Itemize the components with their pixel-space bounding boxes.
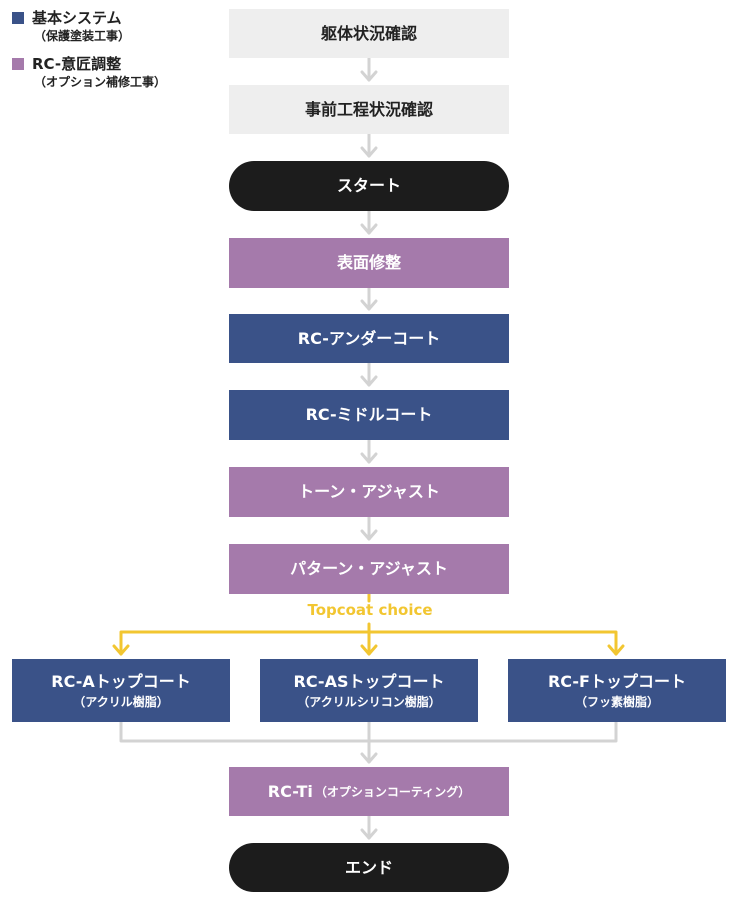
arrow-3-4 [360, 286, 378, 311]
step-label: トーン・アジャスト [298, 482, 440, 501]
end-terminal: エンド [229, 843, 509, 892]
step-undercoat: RC-アンダーコート [229, 314, 509, 363]
step-pre-process-check: 事前工程状況確認 [229, 85, 509, 134]
ti-sub: （オプションコーティング） [314, 784, 471, 799]
legend-sub-base: （保護塗装工事） [34, 29, 131, 43]
topcoat-choice-label: Topcoat choice [307, 601, 433, 619]
step-middlecoat: RC-ミドルコート [229, 390, 509, 440]
step-label: 表面修整 [336, 253, 401, 272]
topcoat-label: RC-Fトップコート [547, 671, 686, 691]
arrow-ti-end [360, 814, 378, 840]
topcoat-sub: （アクリルシリコン樹脂） [297, 694, 441, 709]
step-surface-repair: 表面修整 [229, 238, 509, 288]
topcoat-sub: （フッ素樹脂） [574, 694, 659, 709]
ti-label: RC-Ti [267, 781, 313, 801]
topcoat-branch-lines [112, 592, 625, 656]
arrow-5-6 [360, 438, 378, 464]
topcoat-option-as: RC-ASトップコート （アクリルシリコン樹脂） [260, 659, 478, 722]
arrow-4-5 [360, 361, 378, 387]
step-label: 事前工程状況確認 [304, 99, 433, 119]
legend-sub-option: （オプション補修工事） [34, 75, 167, 89]
topcoat-sub: （アクリル樹脂） [73, 694, 169, 709]
topcoat-option-a: RC-Aトップコート （アクリル樹脂） [12, 659, 230, 722]
step-label: RC-アンダーコート [297, 328, 441, 348]
start-label: スタート [336, 176, 401, 195]
topcoat-option-f: RC-Fトップコート （フッ素樹脂） [508, 659, 726, 722]
arrow-start-3 [360, 209, 378, 235]
start-terminal: スタート [229, 161, 509, 211]
step-pattern-adjust: パターン・アジャスト [229, 544, 509, 594]
arrow-6-7 [360, 515, 378, 541]
arrow-1-2 [360, 56, 378, 82]
step-label: RC-ミドルコート [305, 405, 433, 424]
end-label: エンド [344, 857, 393, 877]
arrow-2-start [360, 132, 378, 158]
topcoat-label: RC-Aトップコート [51, 671, 191, 691]
legend-swatch-option [12, 58, 24, 70]
merge-lines [119, 720, 618, 764]
step-ti-coating: RC-Ti （オプションコーティング） [229, 767, 509, 816]
legend-label-base: 基本システム [32, 9, 122, 27]
step-structure-check: 躯体状況確認 [229, 9, 509, 58]
topcoat-label: RC-ASトップコート [293, 671, 445, 691]
step-label: パターン・アジャスト [290, 559, 448, 578]
step-label: 躯体状況確認 [320, 23, 417, 43]
legend-label-option: RC-意匠調整 [32, 55, 122, 73]
step-tone-adjust: トーン・アジャスト [229, 467, 509, 517]
legend-swatch-base [12, 12, 24, 24]
